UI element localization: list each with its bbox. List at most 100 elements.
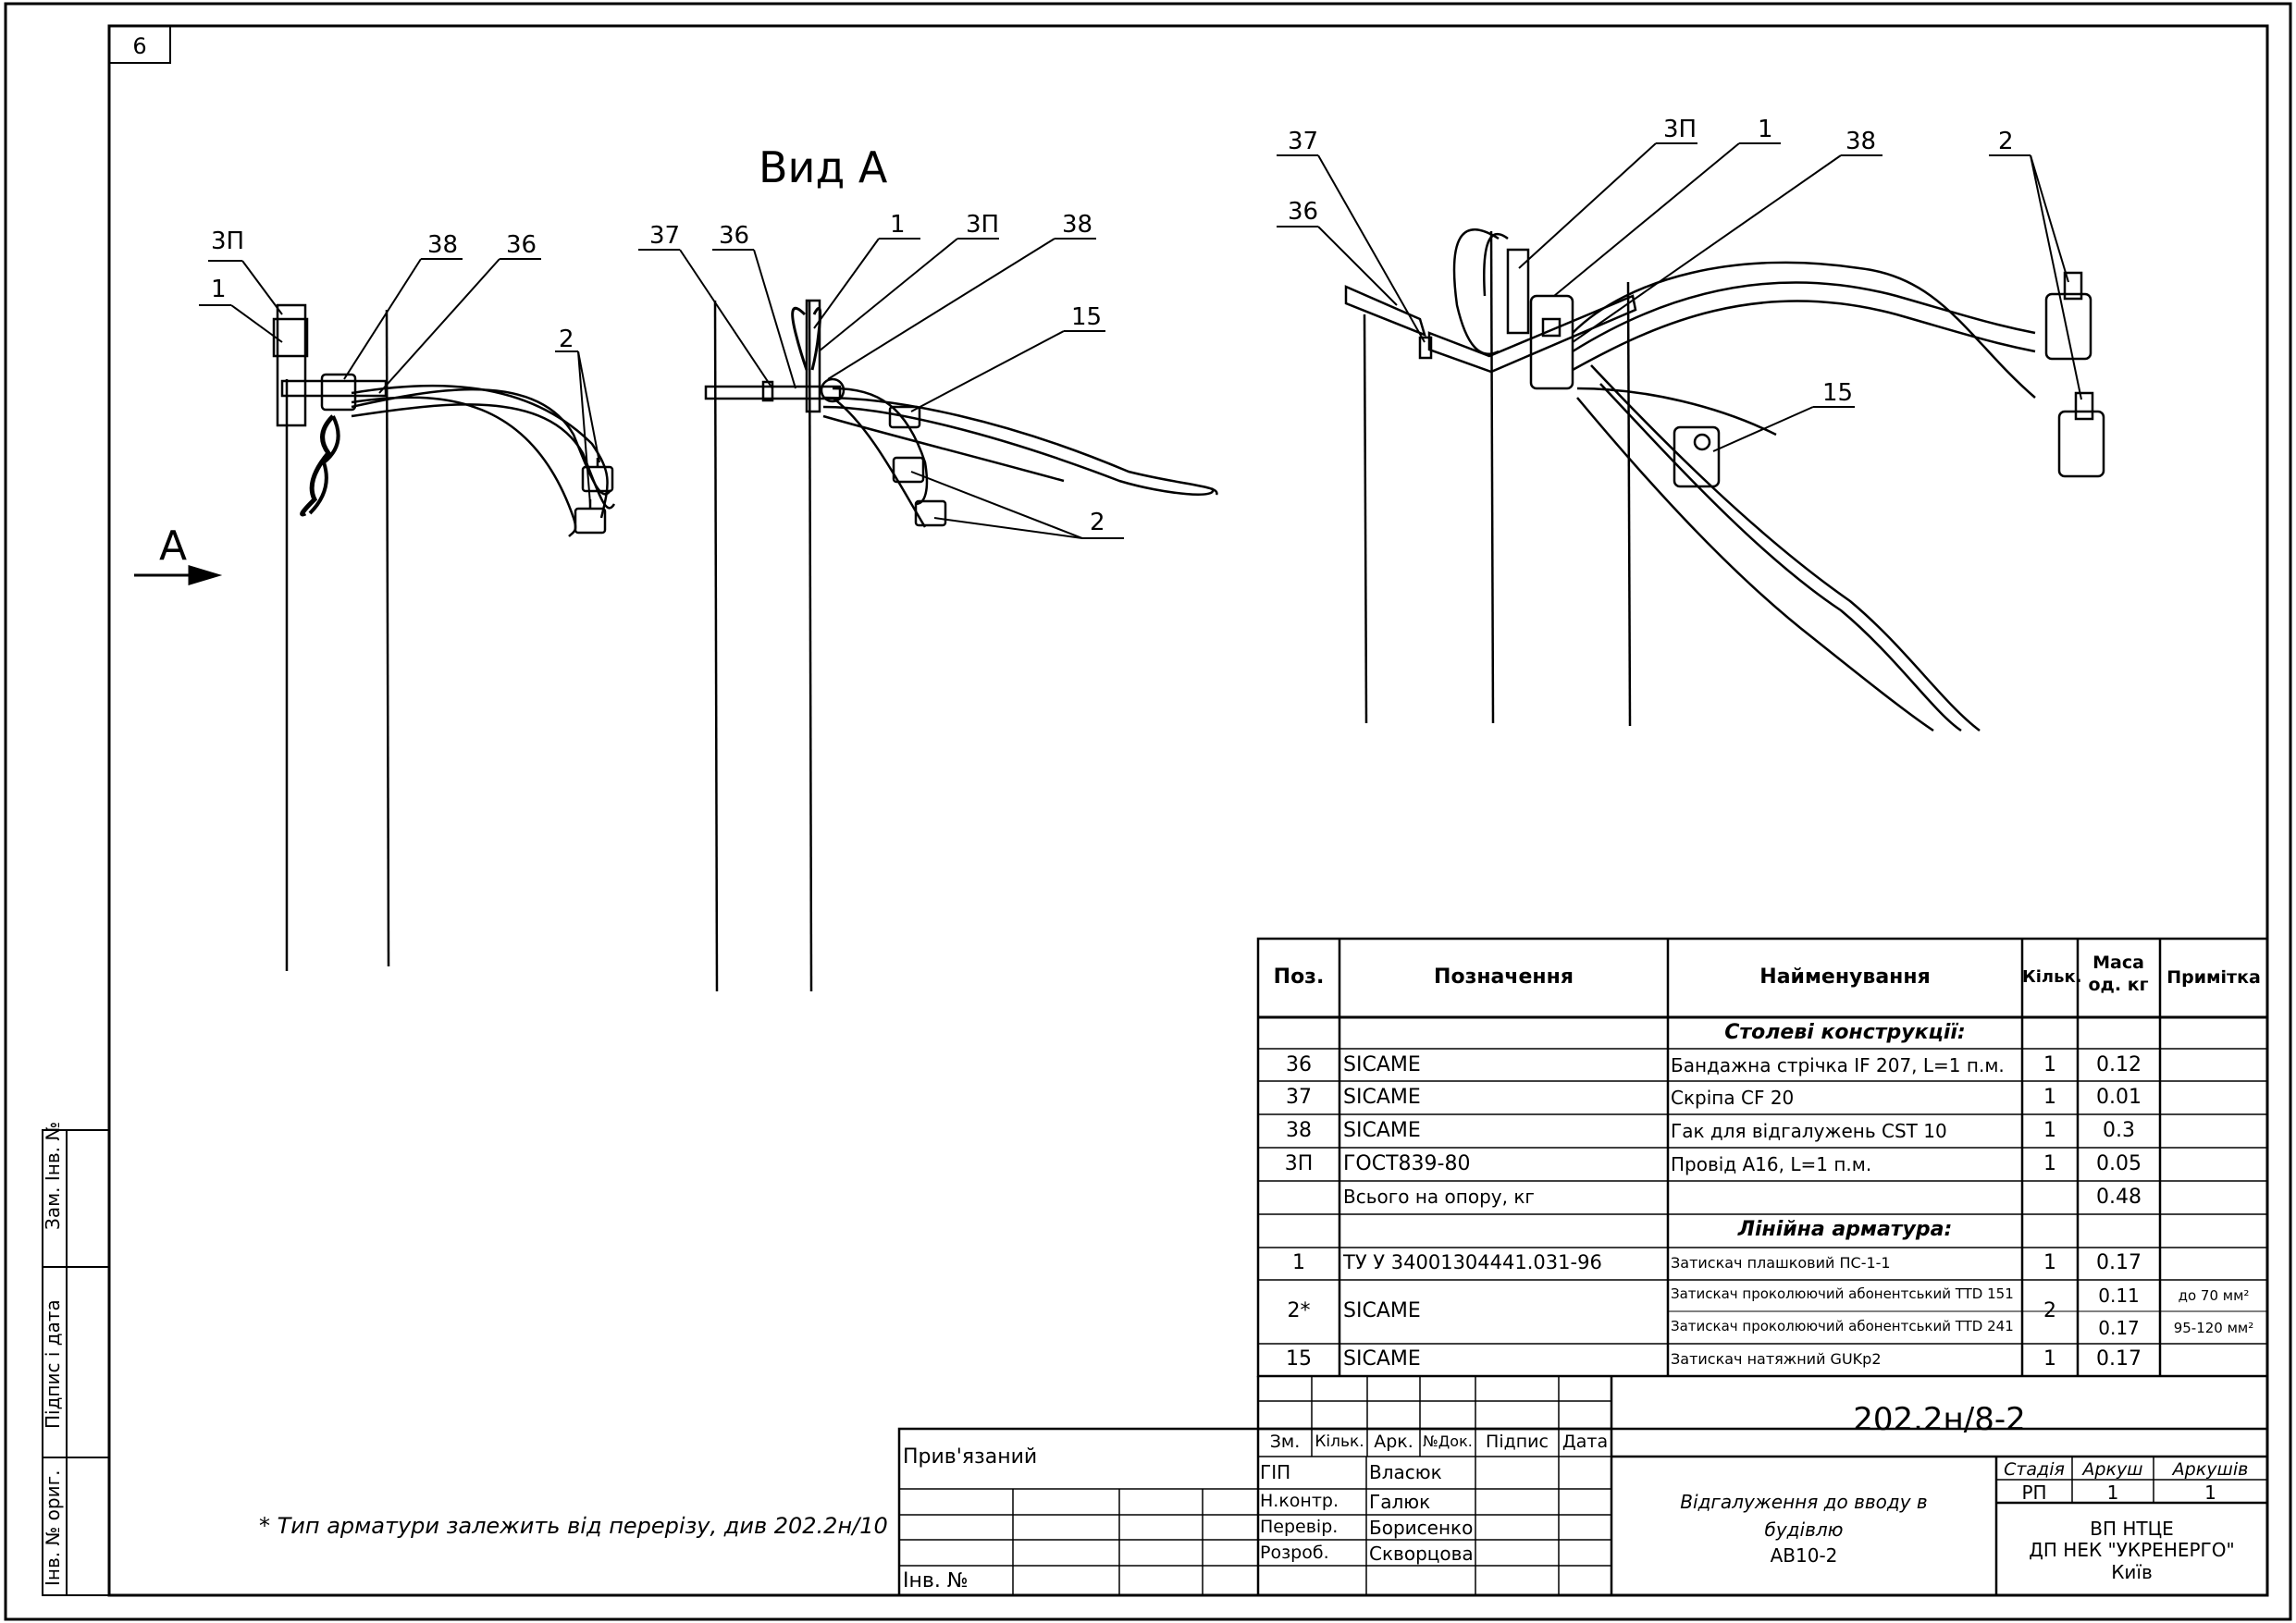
side-stamp-inv: Інв. № ориг. — [42, 1470, 64, 1586]
org-line-2: ДП НЕК "УКРЕНЕРГО" — [2029, 1539, 2235, 1561]
spec-r0-pos: 36 — [1286, 1053, 1312, 1076]
sheet-label: Аркуш — [2082, 1459, 2143, 1480]
spec-r8-designation: SICAME — [1343, 1347, 1421, 1371]
spec-header-pos: Поз. — [1273, 965, 1325, 989]
spec-r5-designation: ТУ У 34001304441.031-96 — [1343, 1251, 1602, 1273]
callout-right-3p: 3П — [1663, 116, 1697, 143]
sheet-value: 1 — [2106, 1482, 2119, 1504]
spec-r3-mass: 0.05 — [2096, 1152, 2142, 1175]
spec-r3-qty: 1 — [2043, 1152, 2056, 1175]
callout-left-3p: 3П — [211, 227, 245, 255]
side-stamp-pidpys: Підпис і дата — [42, 1299, 64, 1429]
callout-right-15: 15 — [1822, 379, 1854, 407]
spec-r1-designation: SICAME — [1343, 1086, 1421, 1109]
spec-r4-mass: 0.48 — [2096, 1186, 2142, 1209]
spec-r1-name: Скріпа CF 20 — [1671, 1087, 1795, 1109]
spec-r0-mass: 0.12 — [2096, 1053, 2142, 1076]
drawing-frame — [107, 24, 2269, 1597]
col-pidpys: Підпис — [1486, 1432, 1549, 1452]
callout-middle-36: 36 — [719, 222, 750, 250]
spec-r3-pos: 3П — [1284, 1152, 1314, 1175]
spec-r3-designation: ГОСТ839-80 — [1343, 1152, 1471, 1175]
spec-r7-note: 95-120 мм² — [2173, 1320, 2254, 1336]
callout-right-2: 2 — [1998, 128, 2014, 155]
col-ark: Арк. — [1374, 1432, 1413, 1452]
outer-border — [4, 2, 2292, 1621]
footnote: * Тип арматури залежить від перерізу, ди… — [259, 1513, 888, 1539]
person-role-1: Н.контр. — [1260, 1491, 1339, 1511]
org-line-3: Київ — [2111, 1561, 2153, 1583]
spec-r6-note: до 70 мм² — [2178, 1287, 2250, 1304]
col-zm: Зм. — [1269, 1432, 1301, 1452]
view-a-title: Вид А — [759, 142, 888, 192]
callout-left-38: 38 — [427, 231, 459, 259]
doc-code: 202.2н/8-2 — [1853, 1401, 2026, 1438]
spec-r2-pos: 38 — [1286, 1119, 1312, 1142]
spec-r0-qty: 1 — [2043, 1053, 2056, 1076]
sheets-value: 1 — [2204, 1482, 2216, 1504]
person-role-2: Перевір. — [1260, 1517, 1339, 1537]
spec-r8-qty: 1 — [2043, 1347, 2056, 1371]
callout-leaders — [199, 142, 2082, 539]
callout-right-36: 36 — [1288, 198, 1319, 226]
callout-middle-38: 38 — [1062, 211, 1093, 239]
callout-middle-3p: 3П — [966, 211, 1000, 239]
callout-middle-2: 2 — [1090, 509, 1105, 536]
sheet-number: 6 — [132, 33, 146, 59]
col-data: Дата — [1562, 1432, 1609, 1452]
spec-r6-qty: 2 — [2043, 1299, 2056, 1322]
spec-r6-mass: 0.11 — [2098, 1285, 2140, 1307]
spec-r5-name: Затискач плашковий ПС-1-1 — [1671, 1254, 1891, 1272]
spec-r8-name: Затискач натяжний GUKp2 — [1671, 1350, 1882, 1368]
person-name-0: Власюк — [1369, 1461, 1442, 1483]
callout-right-1: 1 — [1758, 116, 1773, 143]
spec-section-pole: Столеві конструкції: — [1724, 1021, 1966, 1044]
spec-header-designation: Позначення — [1434, 965, 1574, 989]
person-name-2: Борисенко — [1369, 1517, 1474, 1539]
left-view-drawing — [272, 303, 616, 971]
spec-r5-qty: 1 — [2043, 1251, 2056, 1274]
spec-header-qty: Кільк. — [2022, 967, 2082, 987]
person-name-3: Скворцова — [1369, 1543, 1474, 1565]
stage-value: РП — [2021, 1482, 2047, 1504]
side-stamp: Зам. Інв. № Підпис і дата Інв. № ориг. — [42, 1122, 110, 1596]
spec-header-mass: Маса од. кг — [2088, 953, 2149, 995]
callout-right-38: 38 — [1845, 128, 1877, 155]
middle-view-drawing — [704, 299, 1218, 992]
pryviazanyi-label: Прив'язаний — [903, 1445, 1038, 1469]
spec-r3-name: Провід А16, L=1 п.м. — [1671, 1153, 1872, 1175]
spec-r2-mass: 0.3 — [2103, 1119, 2135, 1142]
spec-header-note: Примітка — [2166, 967, 2261, 988]
callout-middle-15: 15 — [1071, 303, 1103, 331]
col-kilk: Кільк. — [1315, 1432, 1364, 1451]
org-line-1: ВП НТЦЕ — [2090, 1518, 2174, 1540]
spec-r2-name: Гак для відгалужень CST 10 — [1671, 1120, 1947, 1142]
person-role-3: Розроб. — [1260, 1543, 1329, 1563]
stage-label: Стадія — [2004, 1459, 2065, 1480]
spec-table-grid — [1256, 937, 2269, 1378]
spec-r1-pos: 37 — [1286, 1086, 1312, 1109]
sheets-label: Аркушів — [2172, 1459, 2249, 1480]
spec-r1-qty: 1 — [2043, 1086, 2056, 1109]
spec-section-line: Лінійна арматура: — [1737, 1218, 1953, 1241]
spec-r2-designation: SICAME — [1343, 1119, 1421, 1142]
description-line-1: Відгалуження до вводу в — [1680, 1491, 1928, 1513]
person-role-0: ГІП — [1260, 1461, 1291, 1483]
title-block-grid — [897, 1376, 2269, 1597]
spec-r5-pos: 1 — [1292, 1251, 1305, 1274]
spec-r7-mass: 0.17 — [2098, 1317, 2140, 1339]
spec-header-name: Найменування — [1759, 965, 1931, 989]
callout-left-2: 2 — [559, 326, 574, 353]
inv-no-label: Інв. № — [903, 1569, 969, 1592]
callout-right-37: 37 — [1288, 128, 1319, 155]
callout-middle-1: 1 — [890, 211, 906, 239]
col-ndok: №Док. — [1423, 1432, 1473, 1450]
spec-r8-mass: 0.17 — [2096, 1347, 2142, 1371]
spec-r1-mass: 0.01 — [2096, 1086, 2142, 1109]
view-arrow-label: А — [159, 523, 187, 570]
sheet-number-box — [108, 25, 171, 64]
spec-r5-mass: 0.17 — [2096, 1251, 2142, 1274]
spec-r4-designation: Всього на опору, кг — [1343, 1186, 1535, 1208]
callout-left-1: 1 — [211, 276, 227, 303]
